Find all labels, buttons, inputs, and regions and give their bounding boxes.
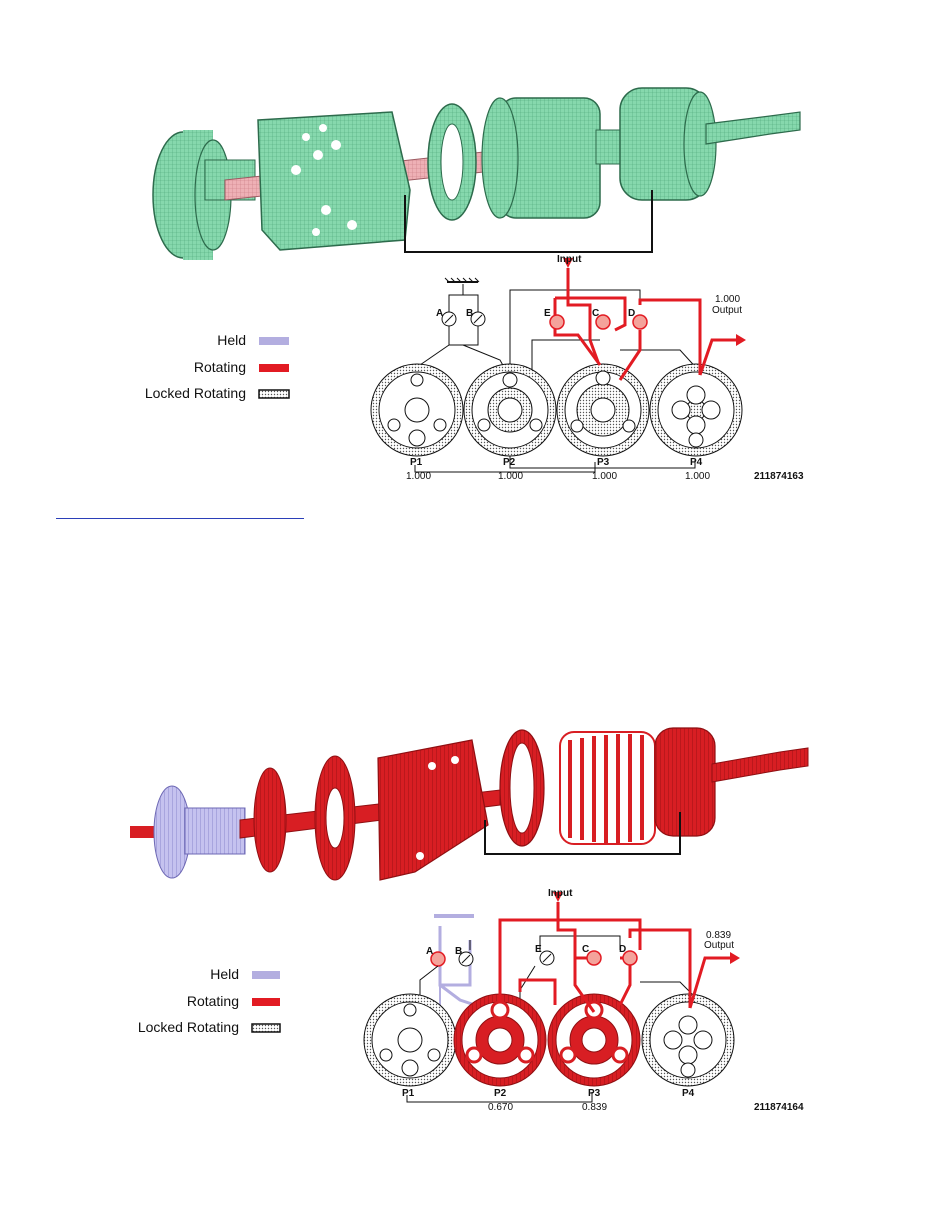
figure-id-2: 211874164 (754, 1102, 804, 1113)
clutch-a-label-2: A (426, 946, 433, 957)
output-ratio-1: 1.000 (715, 294, 740, 305)
p3-label-1: P3 (597, 457, 610, 468)
planetary-p1 (370, 363, 464, 457)
clutch-c-label-2: C (582, 944, 589, 955)
clutch-b-label-1: B (466, 308, 473, 319)
p3-value-2: 0.839 (582, 1102, 607, 1113)
p2-label-1: P2 (503, 457, 516, 468)
legend-rotating-swatch (259, 364, 289, 372)
planetary-p4 (649, 363, 743, 457)
planetary-p1-2 (363, 993, 457, 1087)
clutch-d-label-2: D (619, 944, 626, 955)
p2-label-2: P2 (494, 1088, 507, 1099)
clutch-d-label-1: D (628, 308, 635, 319)
legend-locked-label: Locked Rotating (145, 385, 246, 401)
schematic-2 (363, 892, 740, 1103)
planetary-p2-2 (453, 993, 547, 1087)
p3-value-1: 1.000 (592, 471, 617, 482)
p2-value-2: 0.670 (488, 1102, 513, 1113)
transmission-assembly-illustration (152, 87, 801, 260)
gear-diagram-1: Held Rotating Locked Rotating (145, 87, 804, 482)
output-label-1: Output (712, 305, 742, 316)
p1-label-1: P1 (410, 457, 423, 468)
output-label-2: Output (704, 940, 734, 951)
input-label-1: Input (557, 254, 582, 265)
input-label-2: Input (548, 888, 573, 899)
clutch-e-label-1: E (544, 308, 551, 319)
transmission-assembly-illustration-2 (130, 727, 809, 881)
planetary-p3-2 (547, 993, 641, 1087)
planetary-p2 (463, 363, 557, 457)
p1-label-2: P1 (402, 1088, 415, 1099)
planetary-p4-2 (641, 993, 735, 1087)
legend-held-swatch (259, 337, 289, 345)
p4-label-1: P4 (690, 457, 703, 468)
legend-rotating-swatch-2 (252, 998, 280, 1006)
legend-held-swatch-2 (252, 971, 280, 979)
p2-value-1: 1.000 (498, 471, 523, 482)
hyperlink-underline[interactable] (56, 518, 304, 519)
figure-id-1: 211874163 (754, 471, 804, 482)
clutch-a-label-1: A (436, 308, 443, 319)
legend-1: Held Rotating Locked Rotating (145, 332, 290, 401)
clutch-b-label-2: B (455, 946, 462, 957)
planetary-p3 (556, 363, 650, 457)
legend-held-label: Held (217, 332, 246, 348)
schematic-1 (370, 258, 746, 473)
p4-label-2: P4 (682, 1088, 695, 1099)
legend-locked-swatch (258, 389, 290, 399)
legend-locked-swatch-2 (251, 1023, 281, 1033)
output-ratio-2: 0.839 (706, 930, 731, 941)
legend-rotating-label-2: Rotating (187, 993, 239, 1009)
p3-label-2: P3 (588, 1088, 601, 1099)
legend-held-label-2: Held (210, 966, 239, 982)
legend-locked-label-2: Locked Rotating (138, 1019, 239, 1035)
legend-rotating-label: Rotating (194, 359, 246, 375)
p4-value-1: 1.000 (685, 471, 710, 482)
legend-2: Held Rotating Locked Rotating (138, 966, 281, 1035)
clutch-e-label-2: E (535, 944, 542, 955)
power-flow-1 (553, 268, 738, 381)
p1-value-1: 1.000 (406, 471, 431, 482)
gear-diagram-2: Held Rotating Locked Rotating (130, 727, 809, 1113)
clutch-c-label-1: C (592, 308, 599, 319)
power-flow-2 (498, 902, 732, 1013)
